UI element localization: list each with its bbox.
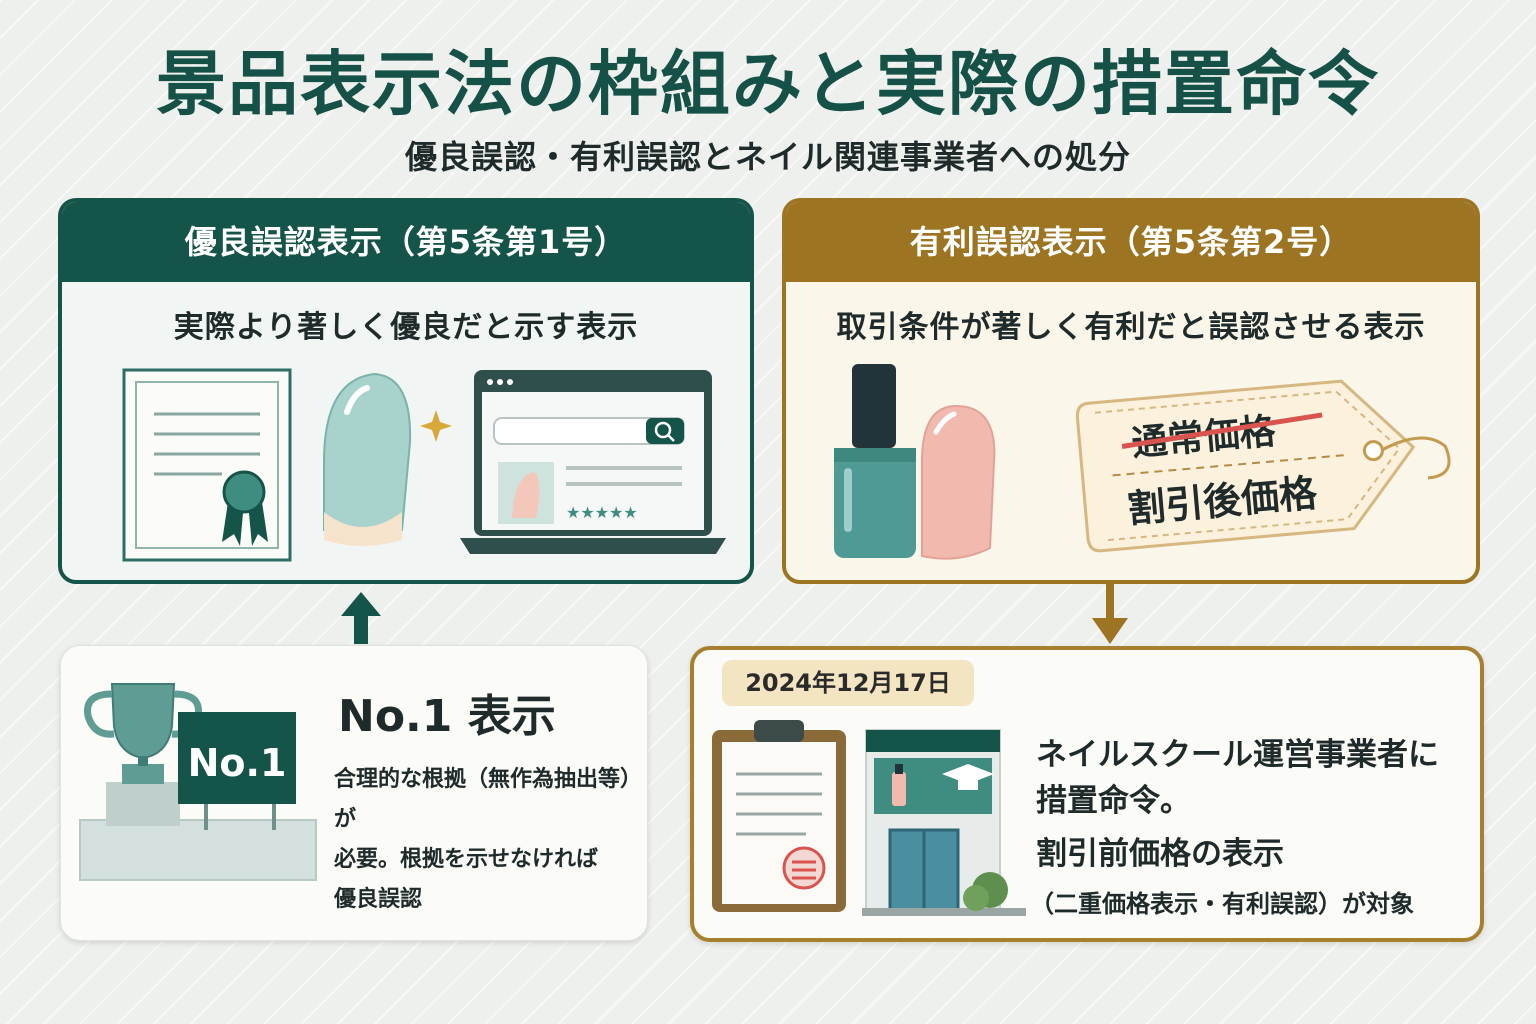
order-line-1: ネイルスクール運営事業者に (1036, 737, 1439, 773)
right-panel-illustration: 通常価格 割引後価格 (834, 364, 1451, 560)
nail-icon (921, 404, 996, 560)
clipboard-icon (712, 720, 846, 912)
trophy-podium-illustration: No.1 (79, 683, 317, 881)
superior-misrepresentation-description: 実際より著しく優良だと示す表示 (173, 310, 639, 345)
order-line-4: （二重価格表示・有利誤認）が対象 (1030, 890, 1414, 918)
order-date-badge: 2024年12月17日 (722, 660, 974, 706)
no1-sign-text: No.1 (188, 741, 287, 785)
svg-text:★★★★★: ★★★★★ (566, 503, 638, 522)
advantageous-misrepresentation-heading: 有利誤認表示（第5条第2号） (786, 202, 1476, 282)
order-line-3: 割引前価格の表示 (1036, 836, 1284, 872)
page-title: 景品表示法の枠組みと実際の措置命令 (156, 43, 1380, 125)
left-panel-illustration: ★★★★★ (122, 368, 726, 562)
superior-misrepresentation-panel: 優良誤認表示（第5条第1号） 実際より著しく優良だと示す表示 (58, 198, 754, 584)
laptop-review-icon: ★★★★★ (460, 370, 726, 554)
nail-icon (323, 372, 412, 546)
superior-misrepresentation-heading: 優良誤認表示（第5条第1号） (62, 202, 750, 282)
order-description: ネイルスクール運営事業者に 措置命令。 (1036, 732, 1466, 824)
certificate-icon (122, 368, 292, 562)
order-illustration (712, 720, 1026, 916)
no1-body-line-3: 優良誤認 (334, 887, 423, 912)
down-arrow-icon (1092, 584, 1128, 644)
no1-sign-icon: No.1 (178, 712, 296, 830)
no1-claim-body: 合理的な根拠（無作為抽出等）が 必要。根拠を示せなければ 優良誤認 (334, 760, 644, 920)
sparkle-icon (420, 410, 452, 442)
nail-polish-icon (834, 364, 916, 558)
no1-claim-title: No.1 表示 (338, 691, 556, 742)
no1-body-line-2: 必要。根拠を示せなければ (334, 847, 599, 872)
advantageous-misrepresentation-description: 取引条件が著しく有利だと誤認させる表示 (836, 310, 1426, 345)
school-building-icon (862, 729, 1026, 916)
advantageous-misrepresentation-panel: 有利誤認表示（第5条第2号） 取引条件が著しく有利だと誤認させる表示 通常価格 … (782, 198, 1480, 584)
up-arrow-icon (341, 592, 381, 644)
page-subtitle: 優良誤認・有利誤認とネイル関連事業者への処分 (404, 138, 1131, 176)
price-tag-icon: 通常価格 割引後価格 (1075, 379, 1451, 553)
no1-body-line-1: 合理的な根拠（無作為抽出等）が (334, 767, 643, 832)
order-line-2: 措置命令。 (1036, 783, 1191, 819)
trophy-icon (79, 683, 317, 881)
